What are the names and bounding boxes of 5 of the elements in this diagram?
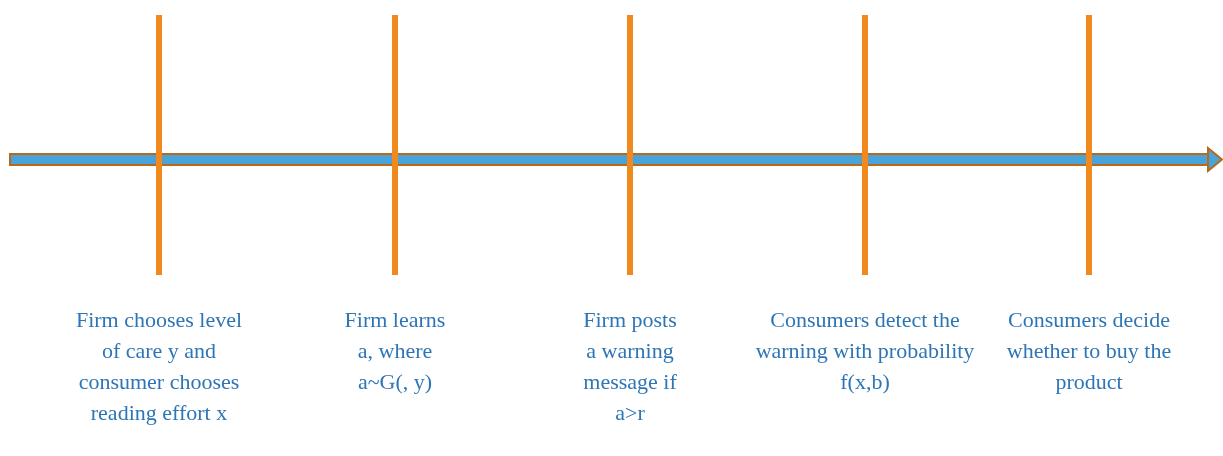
event-description: Consumers detect the warning with probability f(x,b) [755, 306, 975, 396]
event-description: Firm learns a, where a~G(, y) [343, 306, 447, 396]
event-description: Firm chooses level of care y and consumer chooses reading effort x [74, 306, 244, 427]
event-description: Firm posts a warning message if a>r [582, 306, 678, 427]
event-description: Consumers decide whether to buy the product [1005, 306, 1173, 396]
